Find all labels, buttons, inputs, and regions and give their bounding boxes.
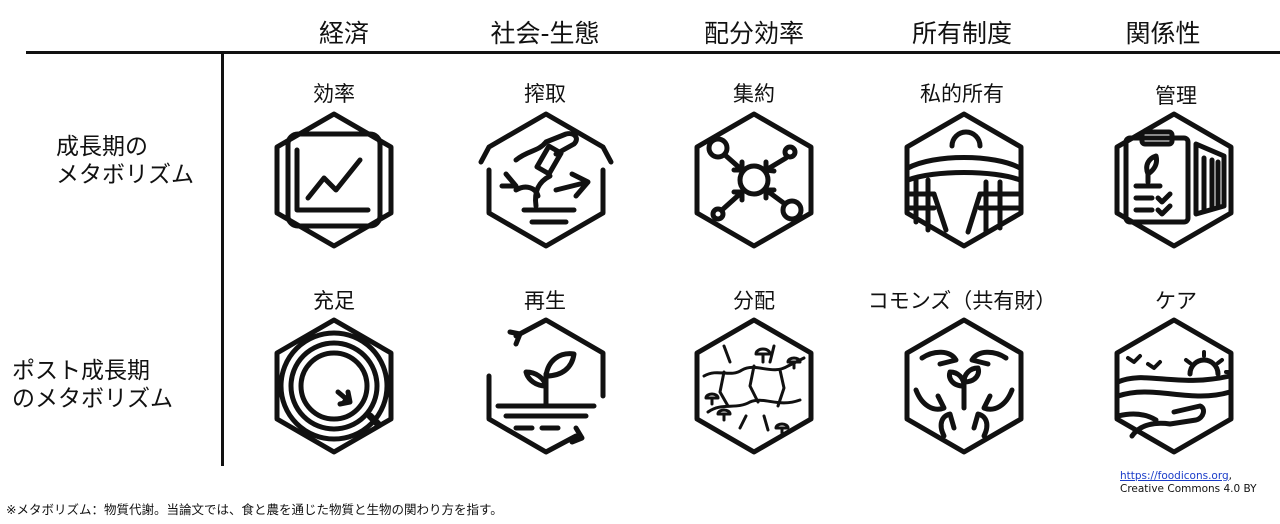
row-label-post-growth-line1: ポスト成長期 (12, 358, 150, 384)
credit-separator: , (1228, 470, 1232, 482)
extraction-hand-icon (476, 110, 616, 250)
footnote: ※メタボリズム：物質代謝。当論文では、食と農を通じた物質と生物の関わり方を指す。 (6, 502, 503, 517)
row-label-post-growth: ポスト成長期 のメタボリズム (12, 357, 173, 413)
clipboard-management-icon (1104, 110, 1244, 250)
cell-label-private-ownership: 私的所有 (920, 82, 1004, 106)
column-header-socio-ecology: 社会-生態 (490, 19, 600, 48)
column-header-allocation: 配分効率 (703, 19, 804, 48)
cell-label-commons: コモンズ（共有財） (867, 289, 1057, 313)
cell-label-management: 管理 (1155, 84, 1197, 108)
header-divider (26, 51, 1280, 54)
cell-label-distribution: 分配 (733, 289, 775, 313)
row-label-growth-line2: メタボリズム (56, 162, 194, 188)
column-header-relationship: 関係性 (1125, 19, 1201, 48)
commons-hands-icon (894, 316, 1034, 456)
credit-license: Creative Commons 4.0 BY (1120, 483, 1257, 495)
cell-label-extraction: 搾取 (524, 82, 566, 106)
sufficiency-circle-icon (264, 316, 404, 456)
aggregation-nodes-icon (684, 110, 824, 250)
cell-label-aggregation: 集約 (733, 82, 775, 106)
cell-label-care: ケア (1155, 289, 1197, 313)
cell-label-regeneration: 再生 (524, 289, 566, 313)
mycelium-network-icon (684, 316, 824, 456)
column-header-economy: 経済 (318, 19, 369, 48)
regeneration-sprout-icon (476, 316, 616, 456)
cell-label-sufficiency: 充足 (313, 289, 355, 313)
credit-link[interactable]: https://foodicons.org (1120, 470, 1229, 482)
row-label-divider (221, 53, 224, 466)
column-header-ownership: 所有制度 (911, 19, 1012, 48)
row-label-growth: 成長期の メタボリズム (56, 133, 194, 189)
fenced-farmland-icon (894, 110, 1034, 250)
icon-credit: https://foodicons.org, Creative Commons … (1120, 470, 1257, 496)
row-label-growth-line1: 成長期の (56, 134, 148, 160)
cell-label-efficiency: 効率 (313, 82, 355, 106)
growth-chart-icon (264, 110, 404, 250)
row-label-post-growth-line2: のメタボリズム (12, 386, 173, 412)
care-landscape-icon (1104, 316, 1244, 456)
